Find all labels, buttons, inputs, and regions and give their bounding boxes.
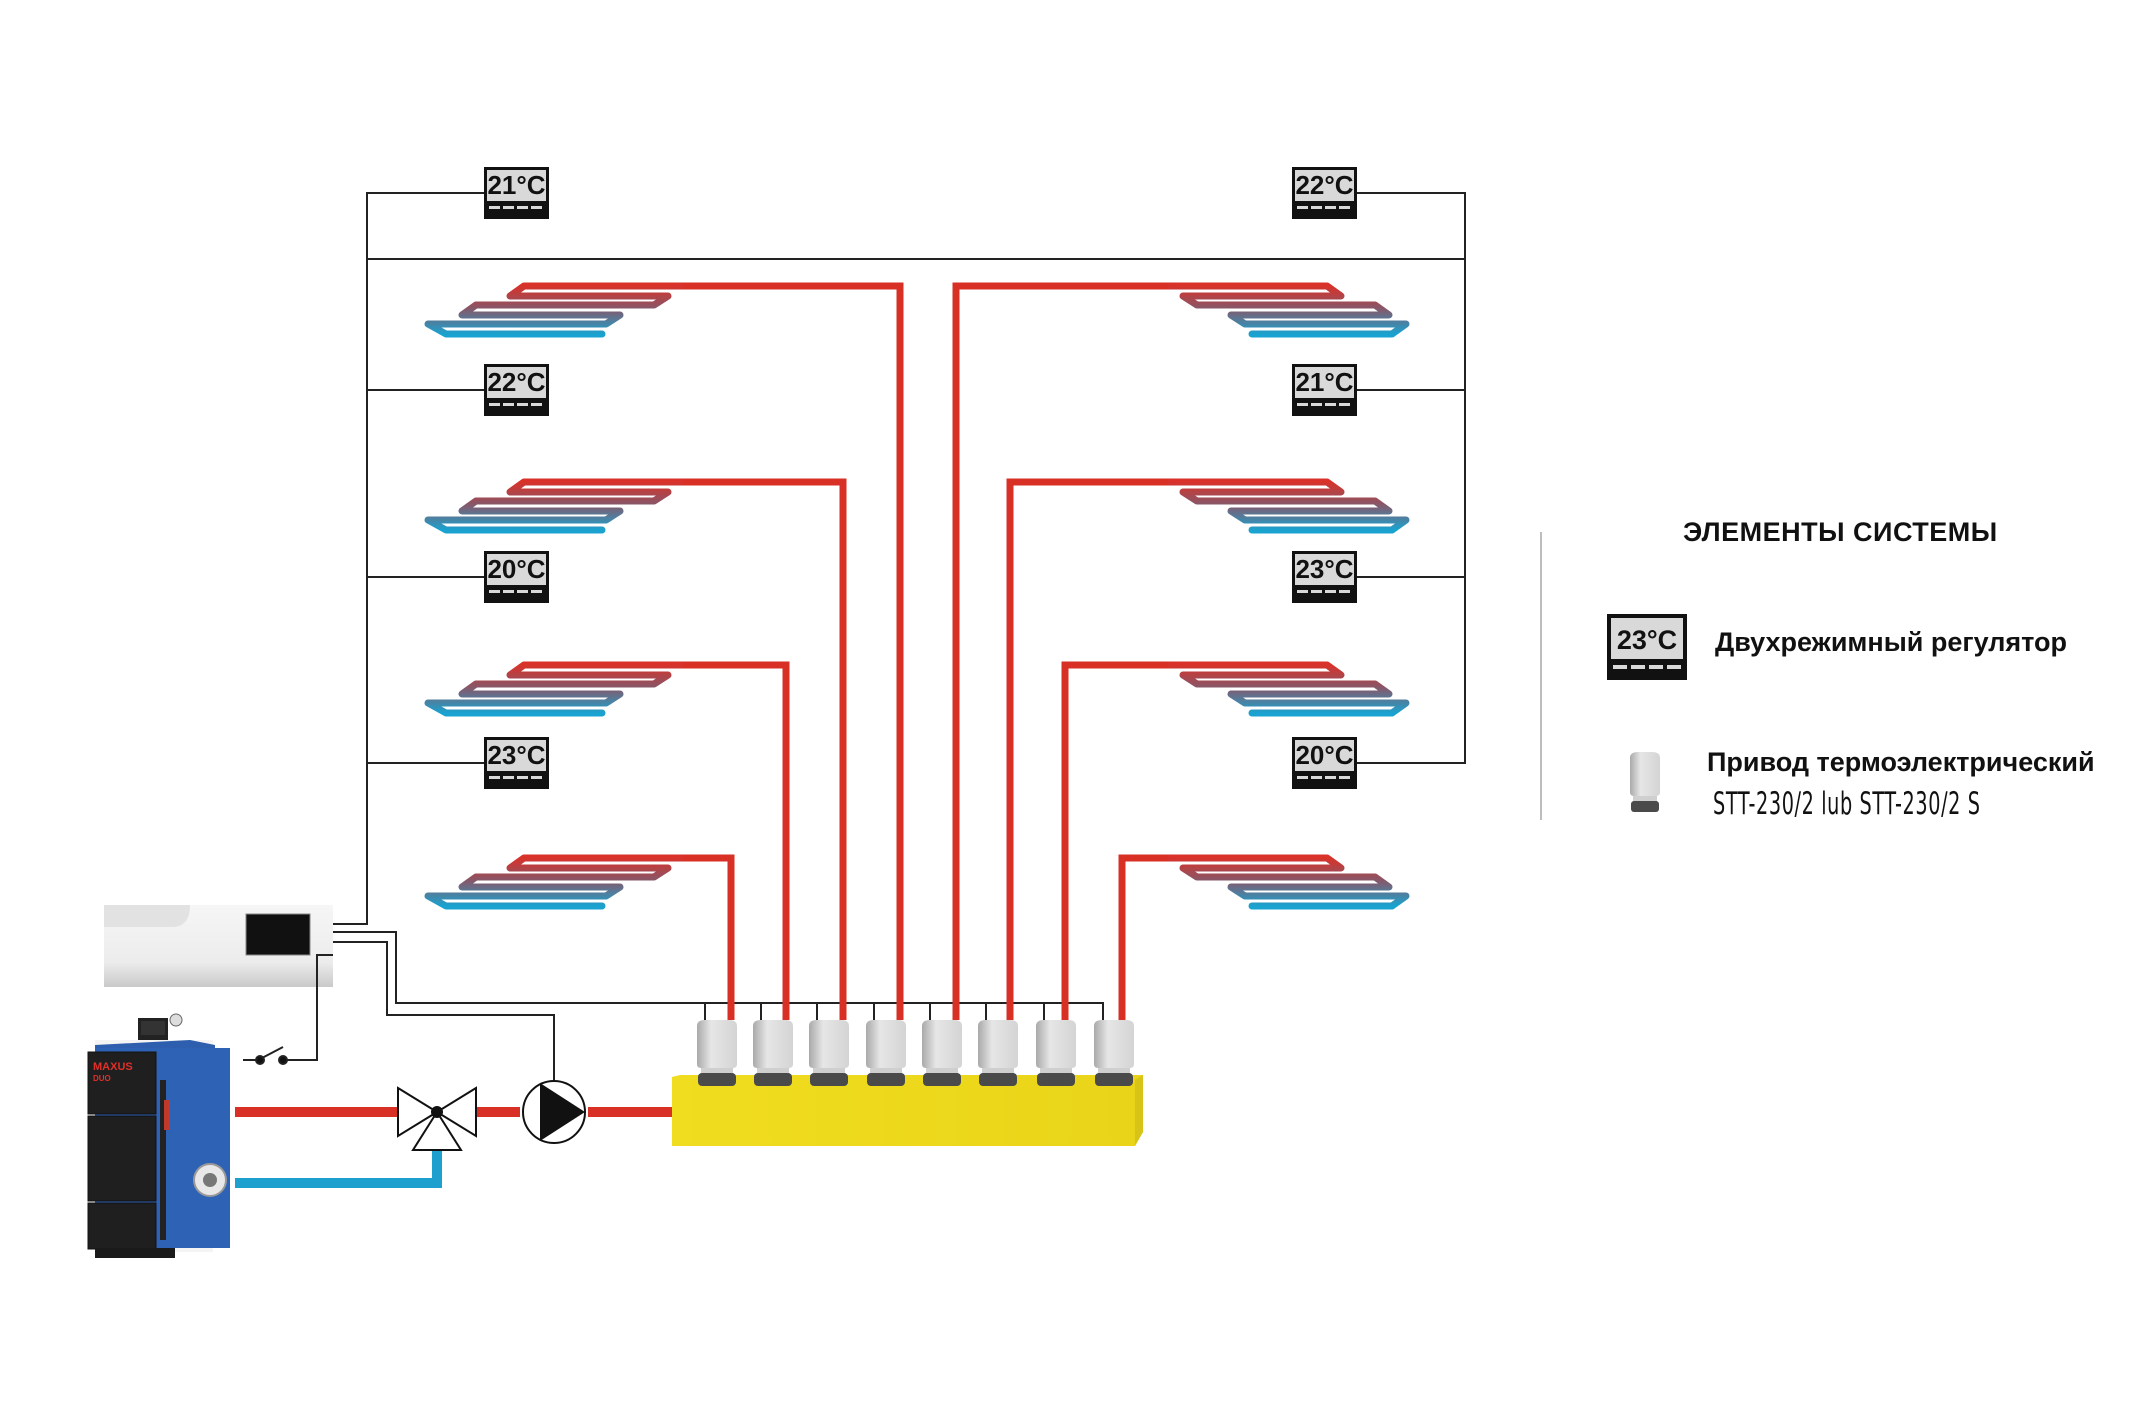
supply-riser-right-3 — [1061, 661, 1171, 1020]
thermostat-temperature: 23°C — [1295, 554, 1353, 584]
legend-thermostat-label: Двухрежимный регулятор — [1715, 627, 2068, 657]
legend-actuator-label: Привод термоэлектрический — [1707, 747, 2095, 777]
thermostat-temperature: 21°C — [1295, 367, 1353, 397]
legend-actuator-model: STT-230/2 lub STT-230/2 S — [1713, 786, 1981, 822]
boiler-pipework — [235, 1107, 672, 1188]
thermostat-temperature: 20°C — [487, 554, 545, 584]
thermostat-temperature: 23°C — [487, 740, 545, 770]
room-thermostats: 21°C 22°C 20°C 23°C 22°C 21°C 23°C 20°C — [484, 167, 1357, 789]
actuator-7 — [1036, 1020, 1076, 1086]
thermostat-left-2[interactable]: 22°C — [484, 364, 549, 416]
thermostat-right-3[interactable]: 23°C — [1292, 551, 1357, 603]
controller-display — [245, 913, 311, 956]
heating-loop-right-1 — [1167, 282, 1410, 338]
coil-path — [1167, 661, 1410, 717]
coil-path — [424, 282, 684, 338]
thermostat-right-2[interactable]: 21°C — [1292, 364, 1357, 416]
coil-path — [424, 661, 684, 717]
thermostat-temperature: 21°C — [487, 170, 545, 200]
supply-riser-right-1 — [952, 282, 1171, 1020]
heating-loop-right-3 — [1167, 661, 1410, 717]
heating-loop-left-4 — [424, 854, 684, 910]
controller — [104, 905, 333, 987]
actuator-6 — [978, 1020, 1018, 1086]
heating-loop-left-3 — [424, 661, 684, 717]
legend-thermostat-icon: 23°C — [1607, 614, 1687, 680]
heating-loop-left-1 — [424, 282, 684, 338]
thermostat-right-1[interactable]: 22°C — [1292, 167, 1357, 219]
control-wiring — [333, 192, 1466, 1081]
actuator-1 — [697, 1020, 737, 1086]
supply-riser-left-1 — [680, 282, 904, 1020]
thermostat-temperature: 20°C — [1295, 740, 1353, 770]
thermoelectric-actuators — [697, 1020, 1134, 1086]
legend-divider — [1540, 532, 1542, 820]
mixing-valve-icon — [397, 1086, 477, 1151]
coil-path — [1167, 282, 1410, 338]
heating-loop-right-2 — [1167, 478, 1410, 534]
thermostat-temperature: 22°C — [1295, 170, 1353, 200]
coil-path — [424, 478, 684, 534]
legend-thermostat-temp: 23°C — [1617, 625, 1677, 655]
boiler-model: DUO — [93, 1074, 111, 1083]
supply-riser-left-3 — [680, 661, 790, 1020]
boiler: MAXUS DUO — [87, 1013, 230, 1258]
legend-actuator-icon — [1630, 752, 1660, 812]
manifold — [672, 1075, 1143, 1146]
thermostat-left-4[interactable]: 23°C — [484, 737, 549, 789]
boiler-switch-icon — [243, 954, 333, 1065]
thermostat-right-4[interactable]: 20°C — [1292, 737, 1357, 789]
boiler-brand: MAXUS — [93, 1061, 133, 1073]
actuator-2 — [753, 1020, 793, 1086]
thermostat-temperature: 22°C — [487, 367, 545, 397]
coil-path — [1167, 854, 1410, 910]
return-pipe — [235, 1150, 442, 1188]
heating-loops — [424, 282, 1410, 910]
legend-title: ЭЛЕМЕНТЫ СИСТЕМЫ — [1683, 517, 1998, 547]
actuator-3 — [809, 1020, 849, 1086]
heating-loop-right-4 — [1167, 854, 1410, 910]
thermostat-left-1[interactable]: 21°C — [484, 167, 549, 219]
circulation-pump-icon — [522, 1080, 586, 1144]
actuator-5 — [922, 1020, 962, 1086]
supply-riser-right-4 — [1118, 854, 1171, 1020]
actuator-4 — [866, 1020, 906, 1086]
supply-pipes — [680, 282, 1171, 1020]
supply-riser-left-2 — [680, 478, 847, 1020]
heating-loop-left-2 — [424, 478, 684, 534]
supply-riser-right-2 — [1006, 478, 1171, 1020]
supply-riser-left-4 — [680, 854, 735, 1020]
coil-path — [1167, 478, 1410, 534]
coil-path — [424, 854, 684, 910]
thermostat-left-3[interactable]: 20°C — [484, 551, 549, 603]
actuator-8 — [1094, 1020, 1134, 1086]
